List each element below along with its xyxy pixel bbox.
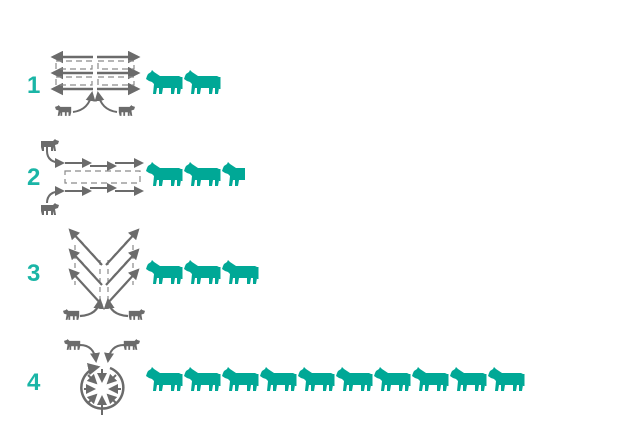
parallel-bidirectional-strips-diagram bbox=[50, 50, 141, 116]
parallel-unidirectional-strips-diagram bbox=[41, 139, 144, 215]
cow-icon bbox=[412, 367, 450, 393]
cow-icon bbox=[260, 367, 298, 393]
cow-icon bbox=[222, 367, 260, 393]
cow-output-row-3 bbox=[146, 260, 260, 286]
row-number: 1 bbox=[27, 72, 41, 99]
cow-icon bbox=[184, 367, 222, 393]
herringbone-angled-strips-diagram bbox=[63, 228, 145, 320]
cow-icon bbox=[374, 367, 412, 393]
cow-icon bbox=[336, 367, 374, 393]
row-number: 4 bbox=[27, 369, 41, 396]
cow-icon bbox=[146, 260, 184, 286]
cow-output-row-2 bbox=[146, 162, 245, 188]
cow-icon bbox=[488, 367, 526, 393]
cow-output-row-4 bbox=[146, 367, 526, 393]
cow-icon bbox=[298, 367, 336, 393]
cow-icon bbox=[146, 367, 184, 393]
cow-icon bbox=[222, 260, 260, 286]
cow-icon bbox=[184, 162, 222, 188]
row-number: 2 bbox=[27, 164, 41, 191]
cow-icon bbox=[184, 260, 222, 286]
half-cow-icon bbox=[222, 162, 245, 188]
cow-icon bbox=[450, 367, 488, 393]
cow-icon bbox=[146, 162, 184, 188]
cow-icon bbox=[184, 70, 222, 96]
rotary-circular-converging-diagram bbox=[64, 339, 140, 415]
cow-output-row-1 bbox=[146, 70, 222, 96]
row-number: 3 bbox=[27, 260, 41, 287]
cow-icon bbox=[146, 70, 184, 96]
